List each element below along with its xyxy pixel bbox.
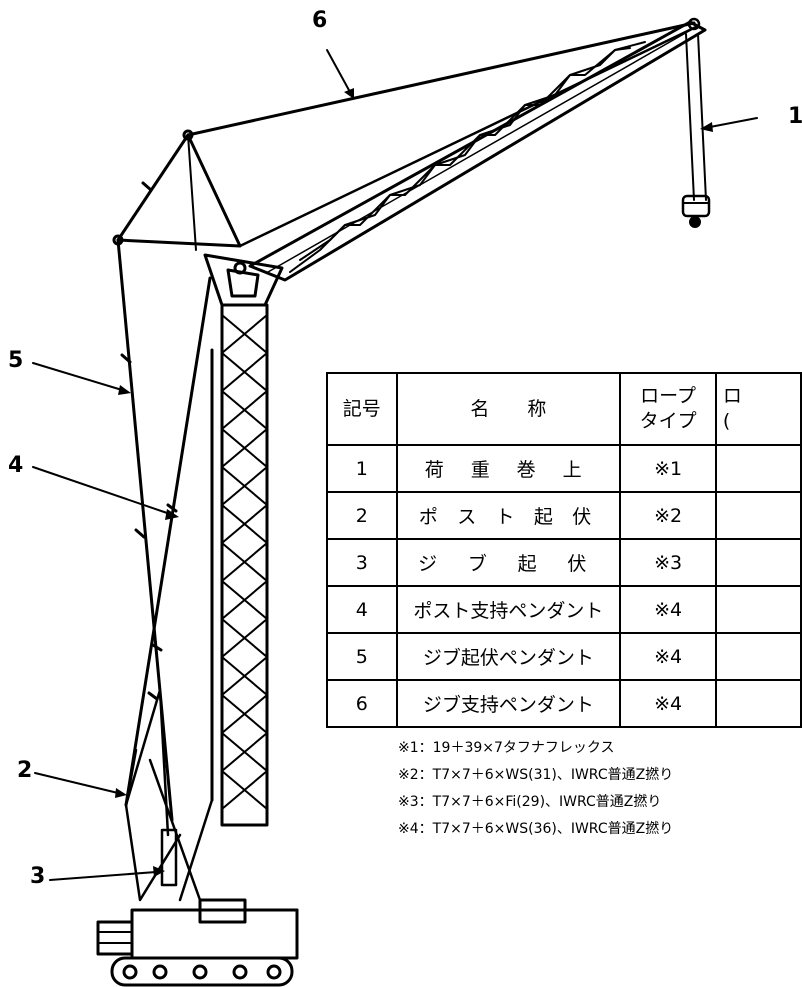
row-name: ジブ支持ペンダント xyxy=(395,679,622,728)
hook-block xyxy=(681,17,711,228)
rope-table: 記号 名 称 ロープ タイプ ロ ( 1 荷 重 巻 上 ※1 2 ポ ス ト … xyxy=(326,372,802,728)
crawler-track xyxy=(110,956,294,987)
callout-5: 5 xyxy=(8,348,24,373)
table-row: 4 ポスト支持ペンダント ※4 xyxy=(326,585,802,634)
header-rope-type: ロープ タイプ xyxy=(619,372,717,446)
row-extra xyxy=(714,538,802,587)
jib-boom xyxy=(248,20,707,282)
rope-notes: ※1：19＋39×7タフナフレックス ※2：T7×7＋6×WS(31)、IWRC… xyxy=(398,735,673,843)
mast-to-top xyxy=(187,134,197,251)
row-name: ジブ起伏ペンダント xyxy=(395,632,622,681)
leader-lines xyxy=(32,49,758,881)
row-type: ※2 xyxy=(619,491,717,540)
callout-2: 2 xyxy=(17,758,33,783)
row-extra xyxy=(714,632,802,681)
header-rope-type-line1: ロープ xyxy=(640,385,696,408)
row-no: 6 xyxy=(326,679,398,728)
row-extra xyxy=(714,491,802,540)
carbody xyxy=(96,898,299,960)
leader-2 xyxy=(34,772,119,794)
row-name: ポスト支持ペンダント xyxy=(395,585,622,634)
rope-4-post-support-pendant xyxy=(124,276,212,807)
leader-4 xyxy=(32,466,171,515)
mast-frame xyxy=(116,133,242,248)
rope-6-jib-support-pendant xyxy=(186,21,696,137)
leader-6 xyxy=(326,49,351,93)
row-type: ※4 xyxy=(619,585,717,634)
leader-1 xyxy=(709,117,758,128)
row-no: 3 xyxy=(326,538,398,587)
leader-5 xyxy=(32,362,123,391)
callout-1: 1 xyxy=(788,104,802,129)
row-name: 荷 重 巻 上 xyxy=(395,444,622,493)
row-no: 2 xyxy=(326,491,398,540)
table-row: 2 ポ ス ト 起 伏 ※2 xyxy=(326,491,802,540)
header-no: 記号 xyxy=(326,372,398,446)
callout-3: 3 xyxy=(30,864,46,889)
rope-5-jib-derrick-pendant xyxy=(116,238,174,822)
table-row: 5 ジブ起伏ペンダント ※4 xyxy=(326,632,802,681)
rope-1-load-hoist-b xyxy=(697,33,707,201)
header-cut-off-line1: ロ xyxy=(722,385,742,408)
table-row: 1 荷 重 巻 上 ※1 xyxy=(326,444,802,493)
row-type: ※1 xyxy=(619,444,717,493)
base-struts xyxy=(124,688,214,902)
note-4: ※4：T7×7＋6×WS(36)、IWRC普通Z撚り xyxy=(398,821,674,837)
rope-6-jib-support-pendant-lower xyxy=(238,24,700,248)
table-header-row: 記号 名 称 ロープ タイプ ロ ( xyxy=(326,372,802,446)
header-cut-off: ロ ( xyxy=(714,372,802,446)
header-cut-off-line2: ( xyxy=(722,410,731,432)
leader-3 xyxy=(49,871,157,881)
row-no: 1 xyxy=(326,444,398,493)
callout-6: 6 xyxy=(312,8,328,33)
row-extra xyxy=(714,679,802,728)
callout-4: 4 xyxy=(8,453,24,478)
note-3: ※3：T7×7＋6×Fi(29)、IWRC普通Z撚り xyxy=(398,794,662,810)
row-name: ポ ス ト 起 伏 xyxy=(395,491,622,540)
row-type: ※3 xyxy=(619,538,717,587)
rope-1-load-hoist xyxy=(685,33,695,201)
note-2: ※2：T7×7＋6×WS(31)、IWRC普通Z撚り xyxy=(398,767,674,783)
note-1: ※1：19＋39×7タフナフレックス xyxy=(398,740,615,756)
header-name: 名 称 xyxy=(395,372,622,446)
row-extra xyxy=(714,585,802,634)
ropes xyxy=(116,21,707,822)
pendant-marks xyxy=(120,181,178,701)
row-no: 5 xyxy=(326,632,398,681)
post-mast xyxy=(210,303,269,827)
header-rope-type-line2: タイプ xyxy=(639,410,697,432)
row-extra xyxy=(714,444,802,493)
table-row: 6 ジブ支持ペンダント ※4 xyxy=(326,679,802,728)
row-type: ※4 xyxy=(619,632,717,681)
row-type: ※4 xyxy=(619,679,717,728)
row-name: ジ ブ 起 伏 xyxy=(395,538,622,587)
row-no: 4 xyxy=(326,585,398,634)
table-row: 3 ジ ブ 起 伏 ※3 xyxy=(326,538,802,587)
